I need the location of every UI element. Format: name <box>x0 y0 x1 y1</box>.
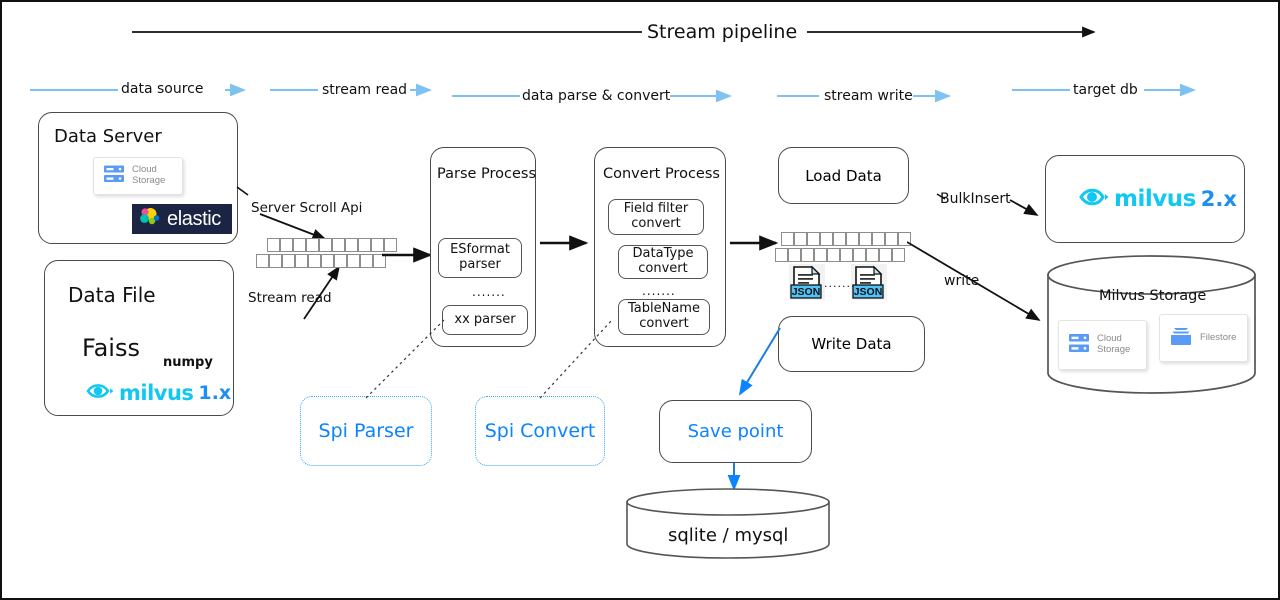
json-file-left: JSON <box>788 264 826 304</box>
edge-label-server-scroll-api: Server Scroll Api <box>251 200 363 216</box>
source-to-buffer-arrows <box>236 186 341 320</box>
milvus-1x-name: milvus <box>119 381 194 405</box>
bulkinsert-write-arrows <box>907 193 1041 321</box>
milvus-2x-name: milvus <box>1114 186 1196 212</box>
parse-process-title: Parse Process <box>437 166 537 182</box>
parse-to-convert-arrow <box>540 235 589 251</box>
data-file-box[interactable] <box>44 260 234 416</box>
write-data-label: Write Data <box>811 335 892 353</box>
numpy-label: numpy <box>163 355 213 370</box>
data-file-title: Data File <box>68 283 156 307</box>
save-point-box[interactable]: Save point <box>659 400 812 463</box>
cloud-storage-icon <box>1068 332 1090 358</box>
parser-item-xx[interactable]: xx parser <box>442 305 528 335</box>
phase-label-stream-write: stream write <box>824 88 913 104</box>
load-data-label: Load Data <box>805 166 882 185</box>
writedata-to-savepoint-arrow <box>738 327 781 396</box>
phase-arrow-stream-write <box>777 89 951 103</box>
savepoint-db-label: sqlite / mysql <box>668 525 789 546</box>
phase-arrow-stream-read <box>270 83 432 97</box>
buffer-row-top <box>267 238 397 252</box>
phase-arrow-data-parse-convert <box>452 89 732 103</box>
phase-label-stream-read: stream read <box>322 82 408 98</box>
svg-text:JSON: JSON <box>854 286 883 298</box>
buffer2-row-bottom <box>775 248 911 262</box>
json-file-right: JSON <box>850 264 888 304</box>
json-connector-dots: ······· <box>824 280 856 293</box>
milvus-1x-version: 1.x <box>198 382 232 404</box>
cloud-storage-icon <box>103 164 125 188</box>
cloud-storage-target-label: Cloud Storage <box>1097 333 1131 355</box>
milvus-eye-icon <box>86 380 114 406</box>
phase-arrow-data-source <box>30 83 246 97</box>
savepoint-to-db-arrow <box>727 463 741 491</box>
data-server-title: Data Server <box>54 126 162 147</box>
stream-buffer-right <box>775 232 911 262</box>
buffer-row-bottom <box>256 254 397 268</box>
stream-buffer-left <box>256 238 397 268</box>
milvus-eye-icon <box>1079 184 1109 214</box>
filestore-label: Filestore <box>1200 331 1237 343</box>
edge-label-bulkinsert: BulkInsert <box>940 191 1011 207</box>
faiss-label: Faiss <box>82 334 140 362</box>
load-data-box[interactable]: Load Data <box>778 147 909 204</box>
convert-process-ellipsis: ....... <box>642 284 676 298</box>
cloud-storage-card-target: Cloud Storage <box>1058 320 1147 370</box>
milvus-2x-logo: milvus 2.x <box>1079 184 1237 214</box>
page-title: Stream pipeline <box>647 21 798 43</box>
buffer2-row-top <box>781 232 911 246</box>
title-arrow <box>132 26 1096 38</box>
svg-text:JSON: JSON <box>792 286 821 298</box>
write-data-box[interactable]: Write Data <box>778 316 925 372</box>
filestore-icon <box>1169 325 1193 351</box>
phase-arrow-target-db <box>1012 83 1196 97</box>
filestore-card: Filestore <box>1159 314 1248 362</box>
spi-convert-label: Spi Convert <box>484 420 596 442</box>
elastic-wordmark: elastic <box>167 207 221 230</box>
spi-convert-box[interactable]: Spi Convert <box>475 396 605 466</box>
milvus-2x-version: 2.x <box>1200 187 1237 211</box>
spi-parser-box[interactable]: Spi Parser <box>300 396 432 466</box>
elastic-icon <box>139 207 161 231</box>
cloud-storage-card-source: Cloud Storage <box>93 157 183 195</box>
elastic-logo: elastic <box>132 204 232 234</box>
convert-to-buffer-arrow <box>730 235 779 251</box>
milvus-storage-title: Milvus Storage <box>1099 288 1207 304</box>
edge-label-write: write <box>944 273 980 289</box>
savepoint-database-cylinder[interactable] <box>624 488 832 566</box>
edge-label-stream-read: Stream read <box>248 290 332 306</box>
phase-label-target-db: target db <box>1073 82 1138 98</box>
spi-parser-label: Spi Parser <box>318 420 414 442</box>
milvus-1x-logo: milvus 1.x <box>86 380 231 406</box>
spi-dotted-connectors <box>365 319 613 399</box>
parse-process-ellipsis: ....... <box>472 285 506 299</box>
buffer-to-parse-arrow <box>382 247 433 263</box>
save-point-label: Save point <box>687 421 784 442</box>
phase-label-data-source: data source <box>121 81 204 97</box>
phase-label-data-parse-convert: data parse & convert <box>522 88 671 104</box>
convert-process-title: Convert Process <box>603 166 720 182</box>
cloud-storage-card-label: Cloud Storage <box>132 164 166 186</box>
milvus-2x-box[interactable] <box>1045 155 1245 243</box>
